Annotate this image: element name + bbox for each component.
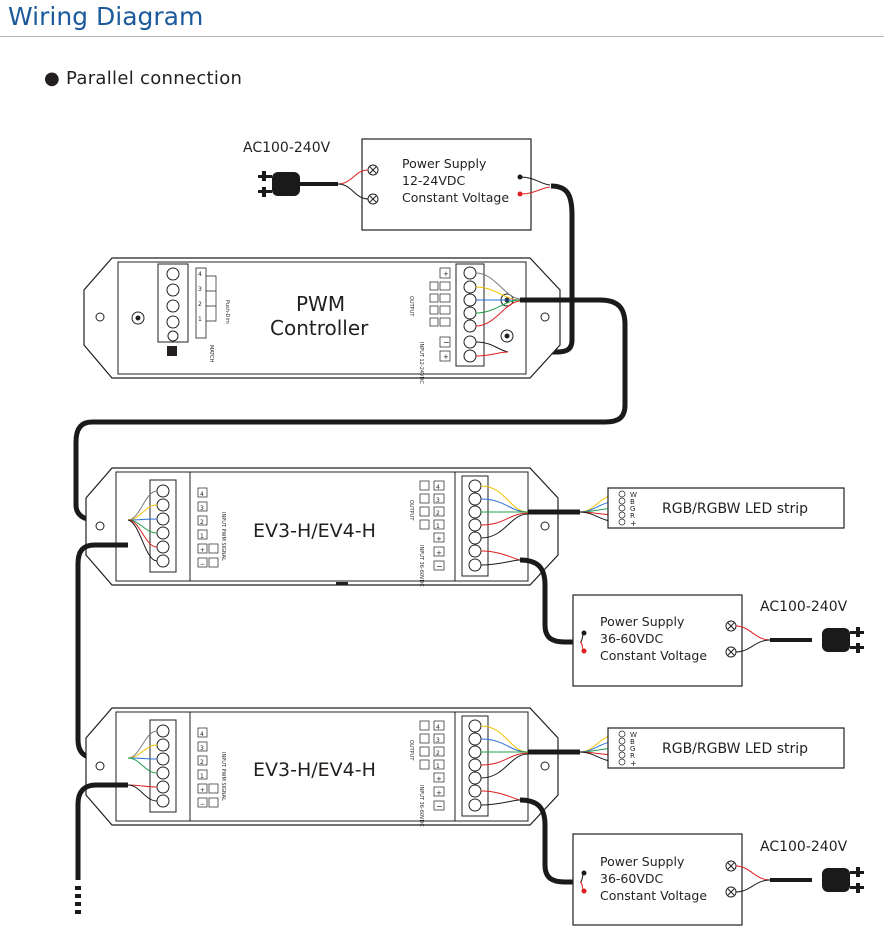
power-supply-box-top xyxy=(361,138,532,231)
svg-text:OUTPUT: OUTPUT xyxy=(408,296,414,317)
top-power-supply: AC100-240V Power Supply 12-24VDC Constan… xyxy=(243,138,551,231)
svg-text:+: + xyxy=(436,789,442,797)
pwm-label-line2: Controller xyxy=(270,316,369,340)
title-divider xyxy=(0,36,884,37)
svg-text:2: 2 xyxy=(436,510,440,517)
svg-text:−: − xyxy=(200,561,205,568)
svg-text:−: − xyxy=(436,802,443,811)
mid-power-supply: Power Supply 36-60VDC Constant Voltage A… xyxy=(572,594,864,687)
svg-text:R: R xyxy=(630,512,635,520)
svg-text:−: − xyxy=(436,562,443,571)
svg-text:36-60VDC: 36-60VDC xyxy=(600,631,663,646)
svg-text:+: + xyxy=(443,270,449,278)
led-strip-2: W B G R + RGB/RGBW LED strip xyxy=(607,727,845,769)
svg-text:B: B xyxy=(630,498,635,506)
svg-text:G: G xyxy=(630,745,635,753)
svg-text:+: + xyxy=(436,535,442,543)
svg-text:2: 2 xyxy=(200,519,204,526)
continuation-dots xyxy=(75,886,81,914)
dc-cable-mid xyxy=(519,557,580,645)
pwm-controller: 4 3 2 1 Push-Dim MATCH PWM Controller OU… xyxy=(83,257,561,384)
svg-text:Constant Voltage: Constant Voltage xyxy=(600,648,707,663)
push-dim-label: Push-Dim xyxy=(224,300,230,324)
svg-text:1: 1 xyxy=(436,763,440,770)
ev2-label: EV3-H/EV4-H xyxy=(253,759,376,781)
svg-text:3: 3 xyxy=(200,505,204,512)
svg-text:Constant Voltage: Constant Voltage xyxy=(600,888,707,903)
svg-text:W: W xyxy=(630,731,637,739)
svg-text:−: − xyxy=(200,801,205,808)
svg-text:4: 4 xyxy=(198,271,202,278)
svg-text:+: + xyxy=(200,547,205,554)
svg-text:2: 2 xyxy=(200,759,204,766)
svg-text:4: 4 xyxy=(436,484,440,491)
bottom-power-supply: Power Supply 36-60VDC Constant Voltage A… xyxy=(572,833,864,926)
svg-text:1: 1 xyxy=(198,316,202,323)
svg-text:−: − xyxy=(443,338,450,347)
svg-text:2: 2 xyxy=(436,750,440,757)
svg-text:R: R xyxy=(630,752,635,760)
signal-cable-main xyxy=(73,297,628,523)
svg-text:1: 1 xyxy=(436,523,440,530)
ps-top-ac-screw-2 xyxy=(367,193,379,205)
ac-label-top: AC100-240V xyxy=(243,140,331,156)
svg-text:1: 1 xyxy=(200,773,204,780)
svg-text:INPUT 12-24VDC: INPUT 12-24VDC xyxy=(418,342,424,384)
svg-text:+: + xyxy=(630,519,637,528)
ac-plug-top xyxy=(258,171,300,197)
dc-cable-bottom xyxy=(519,797,580,885)
led-strip-1: W B G R + RGB/RGBW LED strip xyxy=(607,487,845,529)
svg-text:1: 1 xyxy=(200,533,204,540)
ps-top-line3: Constant Voltage xyxy=(402,190,509,205)
section-heading: ● Parallel connection xyxy=(44,68,243,89)
svg-text:3: 3 xyxy=(200,745,204,752)
svg-text:W: W xyxy=(630,491,637,499)
match-button xyxy=(167,346,177,356)
strip-2-label: RGB/RGBW LED strip xyxy=(662,741,808,757)
svg-text:4: 4 xyxy=(200,731,204,738)
signal-cable-continue xyxy=(75,782,128,880)
ev1-input-label: INPUT PWM SIGNAL xyxy=(220,512,226,561)
svg-text:3: 3 xyxy=(198,286,202,293)
svg-text:+: + xyxy=(200,787,205,794)
svg-text:Power Supply: Power Supply xyxy=(600,614,685,629)
svg-text:2: 2 xyxy=(198,301,202,308)
svg-text:4: 4 xyxy=(200,491,204,498)
ac-label-mid: AC100-240V xyxy=(760,599,848,615)
page-title: Wiring Diagram xyxy=(8,2,204,31)
svg-text:B: B xyxy=(630,738,635,746)
svg-text:4: 4 xyxy=(436,724,440,731)
match-label: MATCH xyxy=(208,345,214,363)
ev-driver-2: 4 3 2 1 + − INPUT PWM SIGNAL EV3-H/EV4-H… xyxy=(85,707,559,827)
svg-text:+: + xyxy=(436,775,442,783)
dc-cable-top xyxy=(508,183,575,355)
svg-text:+: + xyxy=(443,353,449,361)
svg-text:+: + xyxy=(630,759,637,768)
svg-text:INPUT 36-60VDC: INPUT 36-60VDC xyxy=(418,545,424,587)
strip-1-label: RGB/RGBW LED strip xyxy=(662,501,808,517)
svg-text:Power Supply: Power Supply xyxy=(600,854,685,869)
ev1-label: EV3-H/EV4-H xyxy=(253,520,376,542)
svg-text:3: 3 xyxy=(436,497,440,504)
pwm-label-line1: PWM xyxy=(296,292,345,316)
svg-text:INPUT 36-60VDC: INPUT 36-60VDC xyxy=(418,785,424,827)
ac-label-bottom: AC100-240V xyxy=(760,839,848,855)
svg-text:G: G xyxy=(630,505,635,513)
ps-top-line1: Power Supply xyxy=(402,156,487,171)
svg-text:OUTPUT: OUTPUT xyxy=(408,740,414,761)
svg-text:+: + xyxy=(436,549,442,557)
svg-text:INPUT PWM SIGNAL: INPUT PWM SIGNAL xyxy=(220,752,226,801)
svg-text:OUTPUT: OUTPUT xyxy=(408,500,414,521)
ev-driver-1: 4 3 2 1 + − INPUT PWM SIGNAL EV3-H/EV4-H… xyxy=(85,467,559,587)
ps-top-ac-screw-1 xyxy=(367,164,379,176)
svg-text:36-60VDC: 36-60VDC xyxy=(600,871,663,886)
svg-text:3: 3 xyxy=(436,737,440,744)
ps-top-line2: 12-24VDC xyxy=(402,173,465,188)
